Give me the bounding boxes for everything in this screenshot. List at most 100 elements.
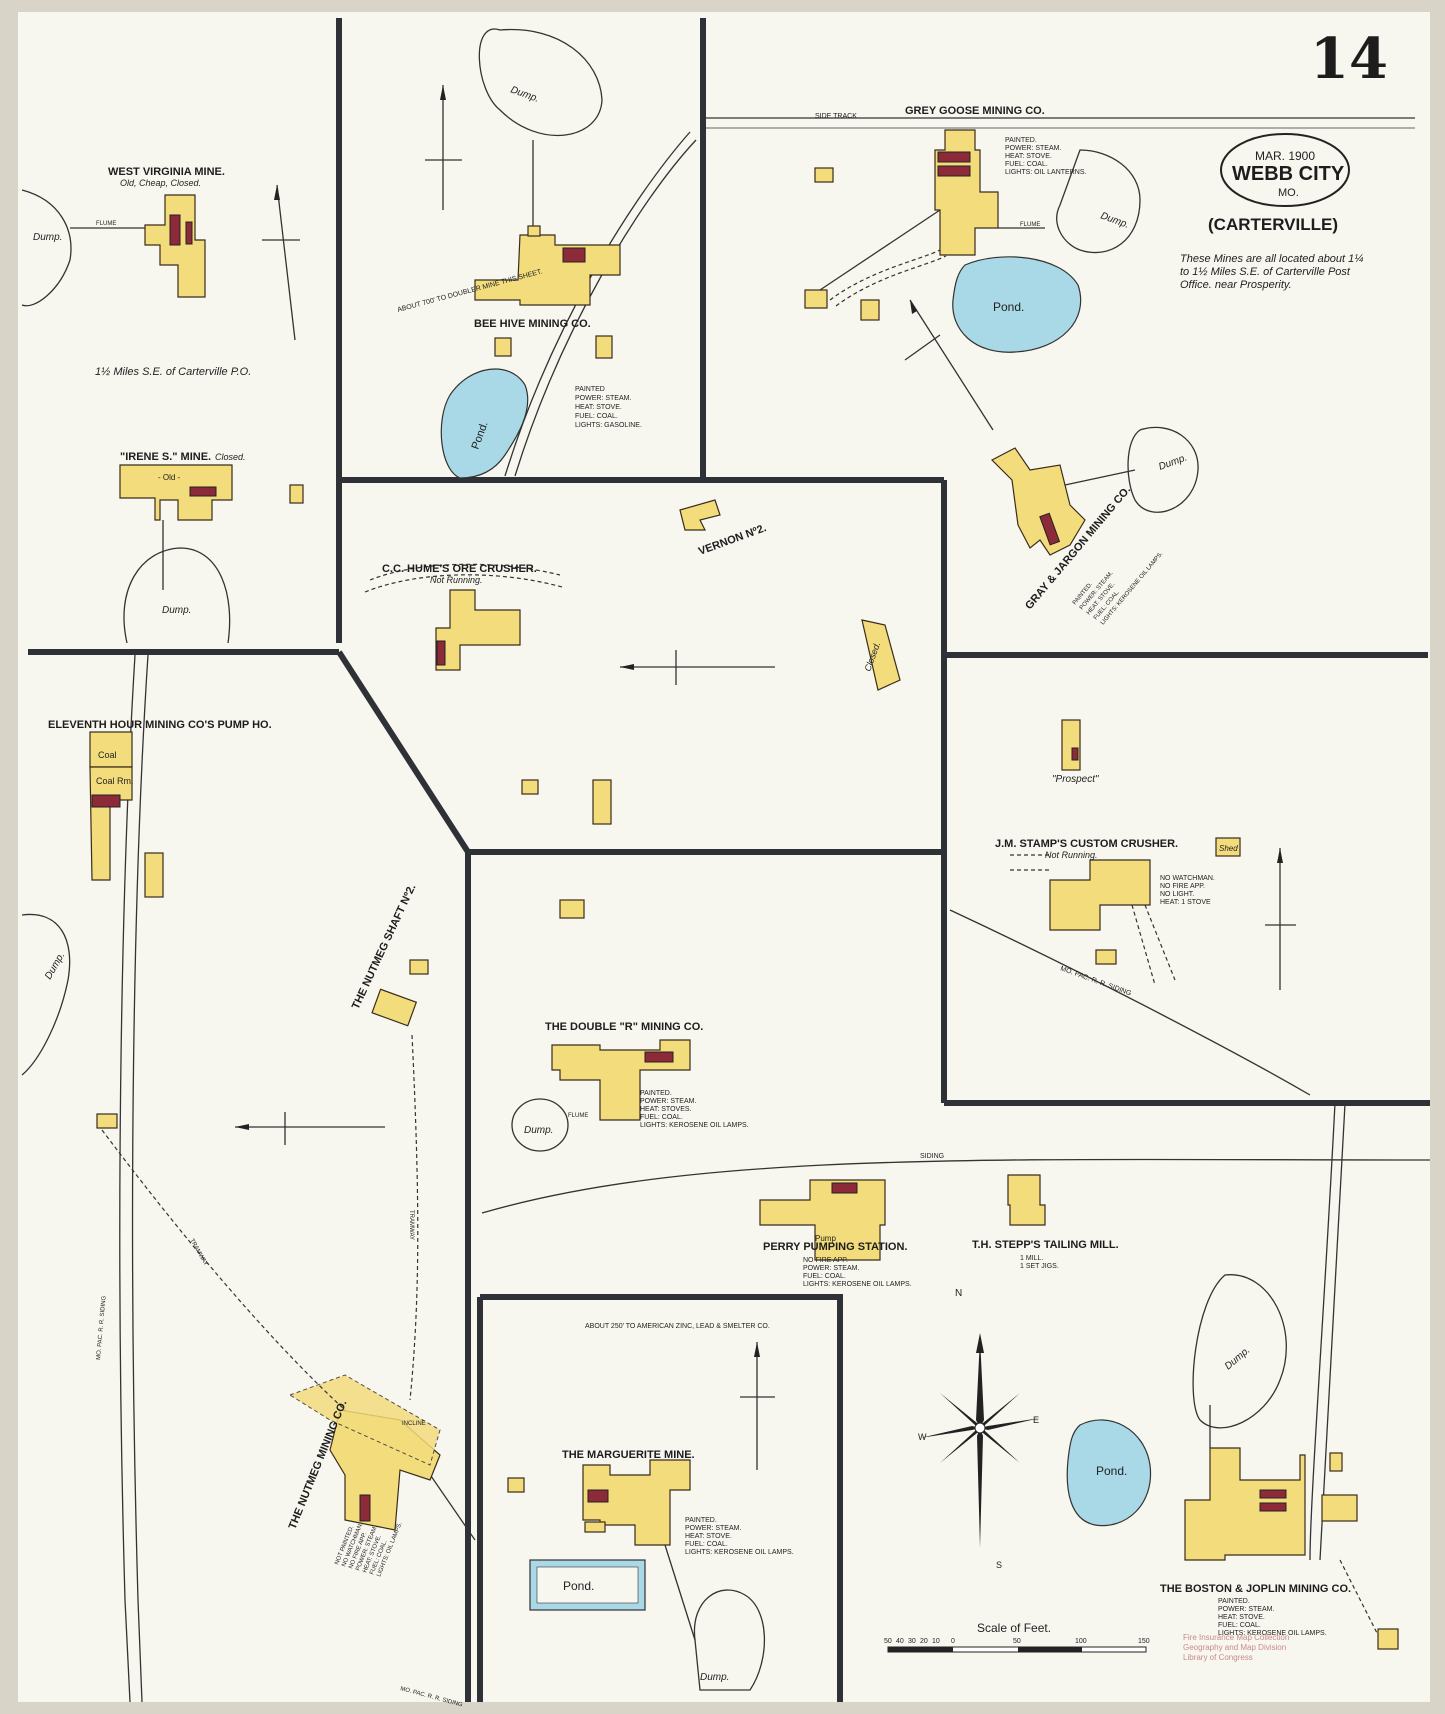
spec-stamp-0: NO WATCHMAN.: [1160, 875, 1215, 882]
flumes: [70, 140, 1379, 1641]
svg-text:0: 0: [951, 1638, 955, 1645]
dump-label-1: Dump.: [33, 232, 62, 243]
svg-text:100: 100: [1075, 1638, 1087, 1645]
label-west-virginia-status: Old, Cheap, Closed.: [120, 178, 201, 188]
label-west-virginia: WEST VIRGINIA MINE.: [108, 166, 225, 178]
spec-stamp-2: NO LIGHT.: [1160, 891, 1194, 898]
spec-bee-hive-1: POWER: STEAM.: [575, 395, 631, 402]
spec-stepp-1: 1 SET JIGS.: [1020, 1263, 1059, 1270]
pond-label-3: Pond.: [1096, 1464, 1127, 1478]
label-hume-status: Not Running.: [430, 575, 483, 585]
spec-bee-hive-0: PAINTED: [575, 386, 605, 393]
flume-label-2: FLUME: [1020, 222, 1040, 228]
label-stamp: J.M. STAMP'S CUSTOM CRUSHER.: [995, 838, 1178, 850]
sheet-date: MAR. 1900: [1255, 149, 1315, 163]
svg-text:50: 50: [1013, 1638, 1021, 1645]
label-siding: SIDING: [920, 1153, 944, 1160]
boston-pond: [1066, 1419, 1152, 1527]
label-irene: "IRENE S." MINE.: [120, 451, 211, 463]
scale-title: Scale of Feet.: [977, 1621, 1051, 1635]
spec-perry-2: FUEL: COAL.: [803, 1273, 846, 1280]
label-double-r: THE DOUBLE "R" MINING CO.: [545, 1021, 703, 1033]
spec-double-r-1: POWER: STEAM.: [640, 1098, 696, 1105]
spec-marguerite-2: HEAT: STOVE.: [685, 1533, 732, 1540]
spec-marguerite-4: LIGHTS: KEROSENE OIL LAMPS.: [685, 1549, 794, 1556]
tramway-label-1: TRAMWAY: [408, 1210, 414, 1240]
compass-w: W: [918, 1432, 927, 1442]
spec-stepp-0: 1 MILL.: [1020, 1255, 1043, 1262]
spec-boston-1: POWER: STEAM.: [1218, 1606, 1274, 1613]
paper: [18, 12, 1430, 1702]
north-arrows: [235, 85, 1296, 1470]
spec-perry-3: LIGHTS: KEROSENE OIL LAMPS.: [803, 1281, 912, 1288]
label-stepp: T.H. STEPP'S TAILING MILL.: [972, 1239, 1119, 1251]
svg-text:40: 40: [896, 1638, 904, 1645]
sheet-number: 14: [1310, 26, 1388, 92]
spec-stamp-1: NO FIRE APP.: [1160, 883, 1205, 890]
compass-e: E: [1033, 1415, 1039, 1425]
label-boston-joplin: THE BOSTON & JOPLIN MINING CO.: [1160, 1583, 1351, 1595]
flume-label-1: FLUME: [96, 221, 116, 227]
svg-text:30: 30: [908, 1638, 916, 1645]
pond-label-2: Pond.: [993, 300, 1024, 314]
svg-text:20: 20: [920, 1638, 928, 1645]
spec-bee-hive-2: HEAT: STOVE.: [575, 404, 622, 411]
svg-text:50: 50: [884, 1638, 892, 1645]
label-bee-hive: BEE HIVE MINING CO.: [474, 318, 591, 330]
scale-bar: [887, 1646, 1147, 1653]
label-hume: C.C. HUME'S ORE CRUSHER.: [382, 563, 537, 575]
incline-label: INCLINE: [402, 1421, 426, 1427]
spec-double-r-3: FUEL: COAL.: [640, 1114, 683, 1121]
title-cartouche: [1220, 133, 1350, 207]
flume-label-3: FLUME: [568, 1113, 588, 1119]
spec-marguerite-3: FUEL: COAL.: [685, 1541, 728, 1548]
label-marguerite-note-a: ABOUT 250' TO AMERICAN ZINC, LEAD & SMEL…: [585, 1323, 770, 1330]
dump-label-3: Dump.: [162, 605, 191, 616]
label-marguerite: THE MARGUERITE MINE.: [562, 1449, 695, 1461]
spec-boston-4: LIGHTS: KEROSENE OIL LAMPS.: [1218, 1630, 1327, 1637]
spec-double-r-0: PAINTED.: [640, 1090, 672, 1097]
spec-bee-hive-4: LIGHTS: GASOLINE.: [575, 422, 642, 429]
spec-grey-goose-2: HEAT: STOVE.: [1005, 153, 1052, 160]
spec-stamp-3: HEAT: 1 STOVE: [1160, 899, 1211, 906]
dump-label-9: Dump.: [700, 1672, 729, 1683]
spec-bee-hive-3: FUEL: COAL.: [575, 413, 618, 420]
bee-hive-pond: [440, 368, 529, 479]
spec-marguerite-0: PAINTED.: [685, 1517, 717, 1524]
spec-boston-2: HEAT: STOVE.: [1218, 1614, 1265, 1621]
label-coal: Coal: [98, 750, 117, 760]
label-stamp-status: Not Running.: [1045, 850, 1098, 860]
label-pump: Pump: [815, 1234, 836, 1243]
compass-rose: [920, 1333, 1040, 1548]
library-stamp: Fire Insurance Map Collection Geography …: [1183, 1633, 1289, 1662]
spec-grey-goose-1: POWER: STEAM.: [1005, 145, 1061, 152]
label-irene-status: Closed.: [215, 452, 246, 462]
label-prospect: "Prospect": [1052, 774, 1099, 785]
spec-grey-goose-4: LIGHTS: OIL LANTERNS.: [1005, 169, 1086, 176]
svg-text:10: 10: [932, 1638, 940, 1645]
svg-text:Fire Insurance Map Collection: Fire Insurance Map Collection: [1183, 1633, 1289, 1642]
label-grey-goose: GREY GOOSE MINING CO.: [905, 105, 1045, 117]
city-name: WEBB CITY: [1232, 163, 1345, 185]
buildings: [89, 129, 1399, 1650]
dump-label-7: Dump.: [524, 1125, 553, 1136]
compass-n: N: [955, 1288, 962, 1299]
pond-label-4: Pond.: [563, 1579, 594, 1593]
svg-text:Geography and Map Division: Geography and Map Division: [1183, 1643, 1286, 1652]
district-name: (CARTERVILLE): [1208, 215, 1338, 234]
scale-ticks: 50 40 30 20 10 0 50 100 150: [884, 1638, 1150, 1645]
road-network: [28, 18, 1430, 1702]
spec-boston-0: PAINTED.: [1218, 1598, 1250, 1605]
ponds: [440, 256, 1152, 1611]
rr-siding-label-1: MO. PAC. R. R. SIDING: [96, 1295, 108, 1360]
svg-text:Library of Congress: Library of Congress: [1183, 1653, 1253, 1662]
spec-boston-3: FUEL: COAL.: [1218, 1622, 1261, 1629]
location-note: These Mines are all located about 1¼ to …: [1180, 253, 1363, 291]
spec-marguerite-1: POWER: STEAM.: [685, 1525, 741, 1532]
spec-grey-goose-0: PAINTED.: [1005, 137, 1037, 144]
label-irene-old: - Old -: [158, 473, 181, 482]
label-coal-rm: Coal Rm.: [96, 776, 134, 786]
label-shed: Shed: [1219, 844, 1238, 853]
svg-text:150: 150: [1138, 1638, 1150, 1645]
